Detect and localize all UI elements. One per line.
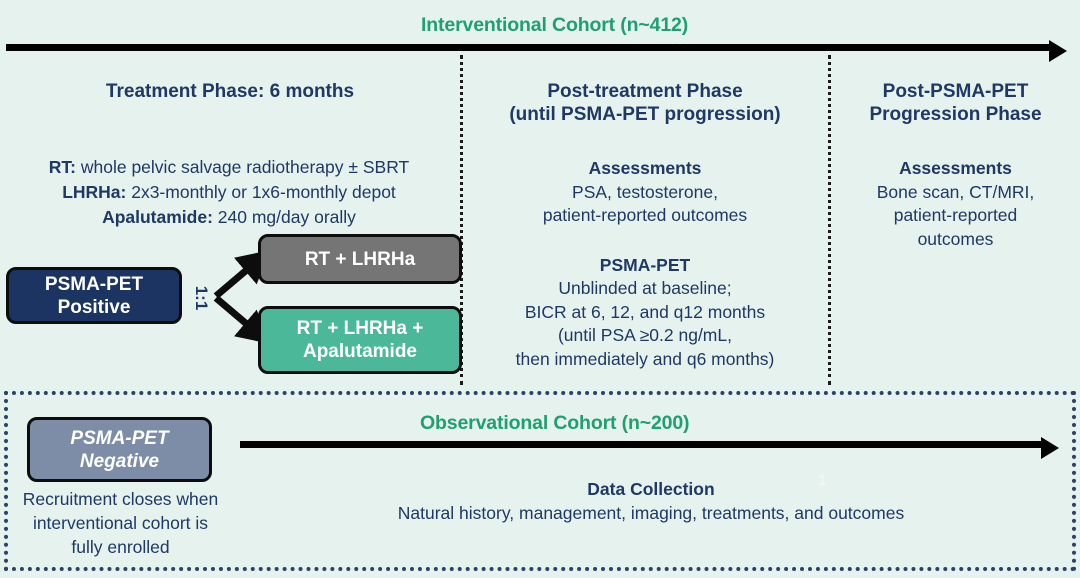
treatment-detail-apalutamide-text: 240 mg/day orally xyxy=(212,207,356,227)
psma-pet-positive-box[interactable]: PSMA-PET Positive xyxy=(6,267,182,324)
observational-cohort-panel xyxy=(4,391,1076,571)
post-treatment-imaging-line2: BICR at 6, 12, and q12 months xyxy=(524,301,766,322)
interventional-timeline-arrow xyxy=(6,40,1070,62)
randomization-ratio-label: 1:1 xyxy=(192,285,211,311)
treatment-detail-rt-label: RT: xyxy=(48,157,76,177)
phase-heading-progression: Post-PSMA-PET Progression Phase xyxy=(831,80,1080,126)
recruitment-note-line2: interventional cohort is xyxy=(32,513,209,533)
phase-heading-progression-line2: Progression Phase xyxy=(869,104,1042,125)
phase-heading-progression-line1: Post-PSMA-PET xyxy=(882,81,1029,102)
arm-box-experimental-line1: RT + LHRHa + xyxy=(296,318,424,339)
psma-pet-negative-line1: PSMA-PET xyxy=(70,427,169,449)
observational-cohort-title: Observational Cohort (n~200) xyxy=(420,412,690,434)
psma-pet-negative-box[interactable]: PSMA-PET Negative xyxy=(27,417,212,482)
post-treatment-imaging-line1: Unblinded at baseline; xyxy=(558,278,732,298)
post-treatment-assessments-heading: Assessments xyxy=(588,158,702,178)
phase-heading-treatment: Treatment Phase: 6 months xyxy=(0,80,460,103)
arm-box-experimental[interactable]: RT + LHRHa + Apalutamide xyxy=(258,306,462,374)
randomization-arrows xyxy=(213,250,270,344)
post-treatment-assessments-line1: PSA, testosterone, xyxy=(572,181,718,202)
post-treatment-content: Assessments PSA, testosterone, patient-r… xyxy=(462,157,828,371)
progression-assessments-line1: Bone scan, CT/MRI, xyxy=(876,181,1035,202)
data-collection-block: Data Collection Natural history, managem… xyxy=(240,478,1062,525)
arm-box-control-label: RT + LHRHa xyxy=(304,248,416,270)
phase-heading-treatment-lead: Treatment Phase: xyxy=(105,81,265,102)
progression-assessments-line3: outcomes xyxy=(917,228,994,249)
phase-heading-treatment-rest: 6 months xyxy=(264,81,355,102)
phase-heading-post-treatment-line2: (until PSMA-PET progression) xyxy=(509,104,781,125)
progression-assessments-line2: patient-reported xyxy=(893,205,1018,225)
phase-divider-1 xyxy=(460,55,463,385)
right-arrow-icon xyxy=(1041,437,1059,459)
treatment-detail-apalutamide: Apalutamide: 240 mg/day orally xyxy=(0,205,458,230)
treatment-details-list: RT: whole pelvic salvage radiotherapy ± … xyxy=(0,155,458,230)
interventional-cohort-title: Interventional Cohort (n~412) xyxy=(421,14,689,36)
phase-heading-post-treatment-line1: Post-treatment Phase xyxy=(547,81,743,102)
treatment-detail-lhrha-text: 2x3-monthly or 1x6-monthly depot xyxy=(126,182,396,202)
timeline-bar xyxy=(6,44,1052,51)
treatment-detail-lhrha-label: LHRHa: xyxy=(62,182,127,202)
psma-pet-negative-line2: Negative xyxy=(79,450,160,472)
phase-heading-post-treatment: Post-treatment Phase (until PSMA-PET pro… xyxy=(462,80,828,126)
post-treatment-imaging-heading: PSMA-PET xyxy=(599,254,691,275)
phase-divider-2 xyxy=(828,55,831,385)
treatment-detail-lhrha: LHRHa: 2x3-monthly or 1x6-monthly depot xyxy=(0,180,458,205)
arrow-to-experimental-arm xyxy=(213,295,270,344)
treatment-detail-rt: RT: whole pelvic salvage radiotherapy ± … xyxy=(0,155,458,180)
data-collection-heading: Data Collection xyxy=(587,479,715,499)
progression-content: Assessments Bone scan, CT/MRI, patient-r… xyxy=(831,157,1080,251)
arrow-to-control-arm xyxy=(213,250,270,299)
observational-timeline-bar xyxy=(240,441,1044,448)
recruitment-note-line1: Recruitment closes when xyxy=(22,489,219,509)
post-treatment-imaging-line3: (until PSA ≥0.2 ng/mL, xyxy=(557,325,732,345)
psma-pet-positive-line2: Positive xyxy=(57,296,131,318)
recruitment-note-line3: fully enrolled xyxy=(71,537,170,557)
psma-pet-positive-line1: PSMA-PET xyxy=(44,273,144,295)
treatment-detail-rt-text: whole pelvic salvage radiotherapy ± SBRT xyxy=(76,157,410,177)
arm-box-control[interactable]: RT + LHRHa xyxy=(258,234,462,284)
right-arrow-icon xyxy=(1049,40,1067,62)
stray-marker: 1 xyxy=(818,472,827,489)
treatment-detail-apalutamide-label: Apalutamide: xyxy=(102,207,213,227)
progression-assessments-heading: Assessments xyxy=(899,158,1012,178)
post-treatment-assessments-line2: patient-reported outcomes xyxy=(542,205,748,225)
data-collection-line: Natural history, management, imaging, tr… xyxy=(397,502,905,523)
post-treatment-imaging-line4: then immediately and q6 months) xyxy=(515,348,775,369)
arm-box-experimental-line2: Apalutamide xyxy=(302,341,417,362)
recruitment-note: Recruitment closes when interventional c… xyxy=(8,487,233,559)
observational-timeline-arrow xyxy=(240,437,1062,459)
